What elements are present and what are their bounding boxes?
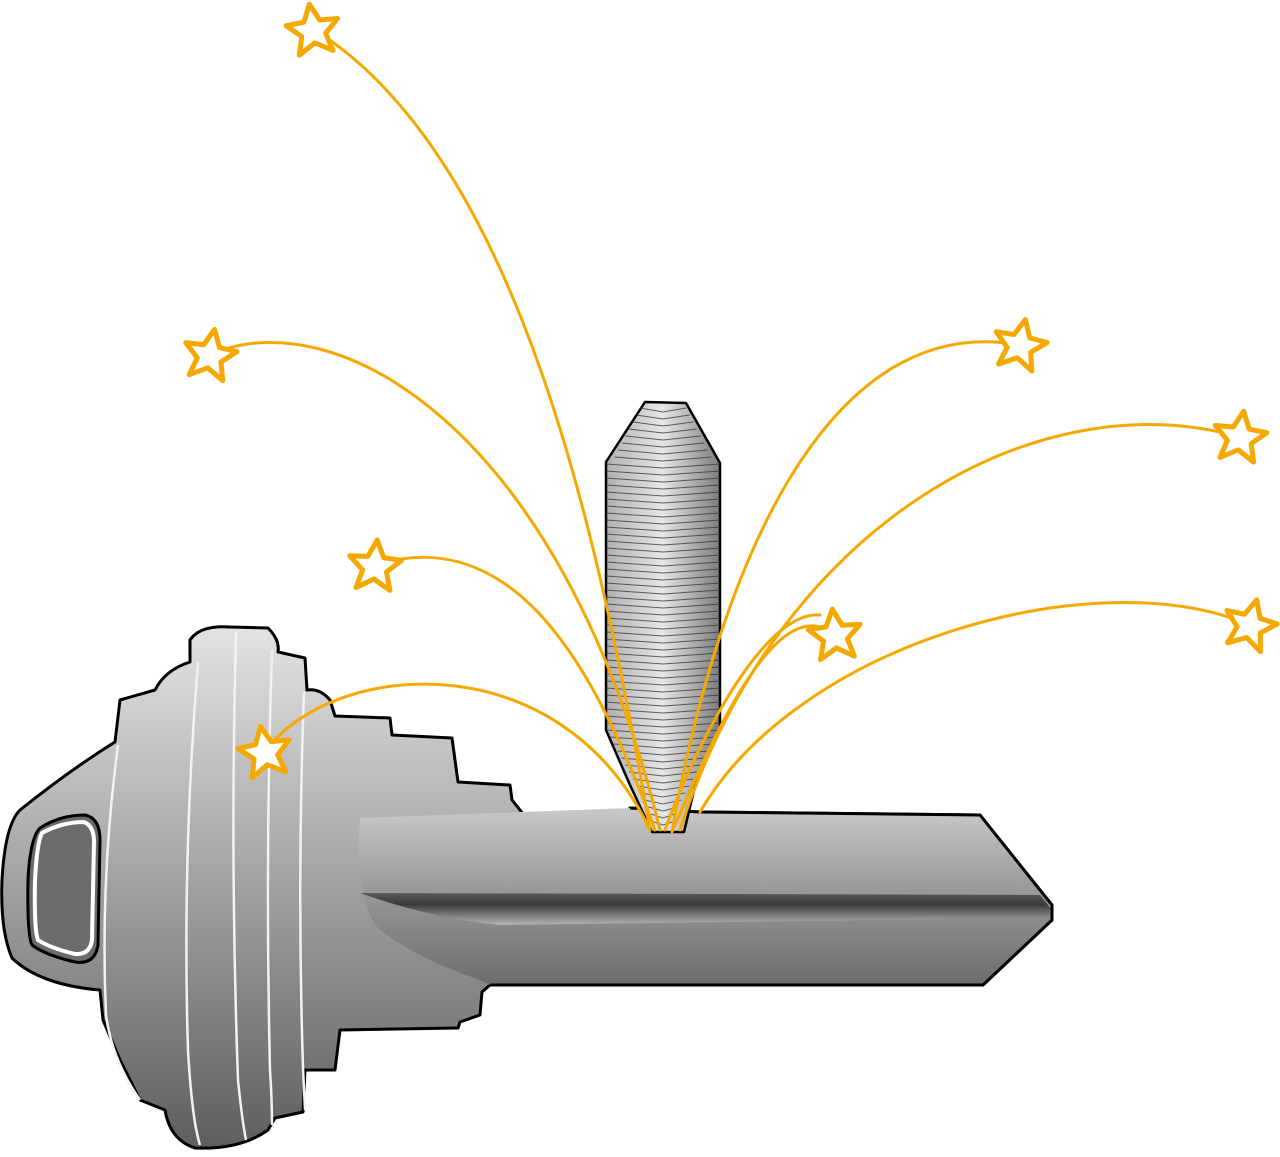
pin-thread-line	[605, 540, 721, 546]
spark-trail	[670, 340, 1022, 834]
spark-trail	[313, 28, 652, 832]
pin-thread-line	[605, 715, 721, 721]
pin-thread-line	[632, 421, 694, 427]
pin-thread-line	[605, 547, 721, 553]
key-groove	[360, 893, 1052, 925]
pin-thread-line	[605, 561, 721, 567]
star-icon	[1211, 408, 1269, 464]
pin-thread-line	[650, 820, 676, 826]
pin-thread-line	[605, 673, 721, 679]
spark-trail	[698, 601, 1252, 814]
pin-thread-line	[605, 512, 721, 518]
spark-trail	[263, 682, 652, 832]
pin-thread-line	[605, 470, 721, 476]
pin-thread-line	[605, 631, 721, 637]
pin-thread-line	[605, 575, 721, 581]
pin-thread-line	[605, 624, 721, 630]
star-icon	[180, 325, 240, 382]
pin-thread-line	[605, 554, 721, 560]
pin-thread-line	[605, 729, 721, 735]
pin-thread-line	[618, 449, 708, 455]
pin-thread-line	[605, 589, 721, 595]
pin-thread-line	[605, 491, 721, 497]
pin-thread-line	[605, 526, 721, 532]
lock-pin-icon	[604, 400, 722, 834]
pin-thread-line	[605, 659, 721, 665]
pin-thread-line	[605, 505, 721, 511]
pin-thread-line	[609, 736, 717, 742]
pin-thread-line	[617, 750, 709, 756]
pin-thread-line	[639, 407, 687, 413]
pin-thread-line	[605, 603, 721, 609]
pin-thread-line	[629, 428, 697, 434]
star-icon	[347, 538, 403, 591]
spark-trails	[208, 28, 1252, 834]
pin-thread-line	[605, 533, 721, 539]
star-icon	[1219, 593, 1280, 654]
key-ring-hole-highlight	[32, 819, 97, 957]
pin-thread-line	[605, 638, 721, 644]
pin-thread-line	[605, 463, 721, 469]
key-ring-hole	[26, 813, 102, 964]
pin-thread-line	[605, 568, 721, 574]
pin-thread-line	[614, 456, 712, 462]
pin-thread-line	[605, 610, 721, 616]
spark-trail	[663, 613, 822, 832]
pin-thread-line	[605, 645, 721, 651]
pin-thread-line	[605, 652, 721, 658]
pin-thread-line	[605, 666, 721, 672]
pin-thread-line	[613, 743, 713, 749]
pin-thread-line	[605, 680, 721, 686]
pin-thread-line	[605, 498, 721, 504]
star-icon	[284, 1, 342, 57]
pin-thread-line	[605, 596, 721, 602]
spark-trail	[208, 341, 662, 832]
pin-thread-line	[605, 519, 721, 525]
pin-thread-line	[605, 722, 721, 728]
pin-thread-line	[621, 442, 705, 448]
pin-thread-line	[605, 484, 721, 490]
pin-thread-line	[625, 435, 701, 441]
pin-thread-line	[636, 414, 690, 420]
spark-trail	[670, 624, 837, 834]
star-group	[180, 1, 1280, 780]
pin-thread-line	[621, 757, 705, 763]
spark-trail	[373, 555, 657, 832]
pin-thread-line	[605, 617, 721, 623]
pin-thread-line	[605, 582, 721, 588]
pin-thread-line	[605, 477, 721, 483]
